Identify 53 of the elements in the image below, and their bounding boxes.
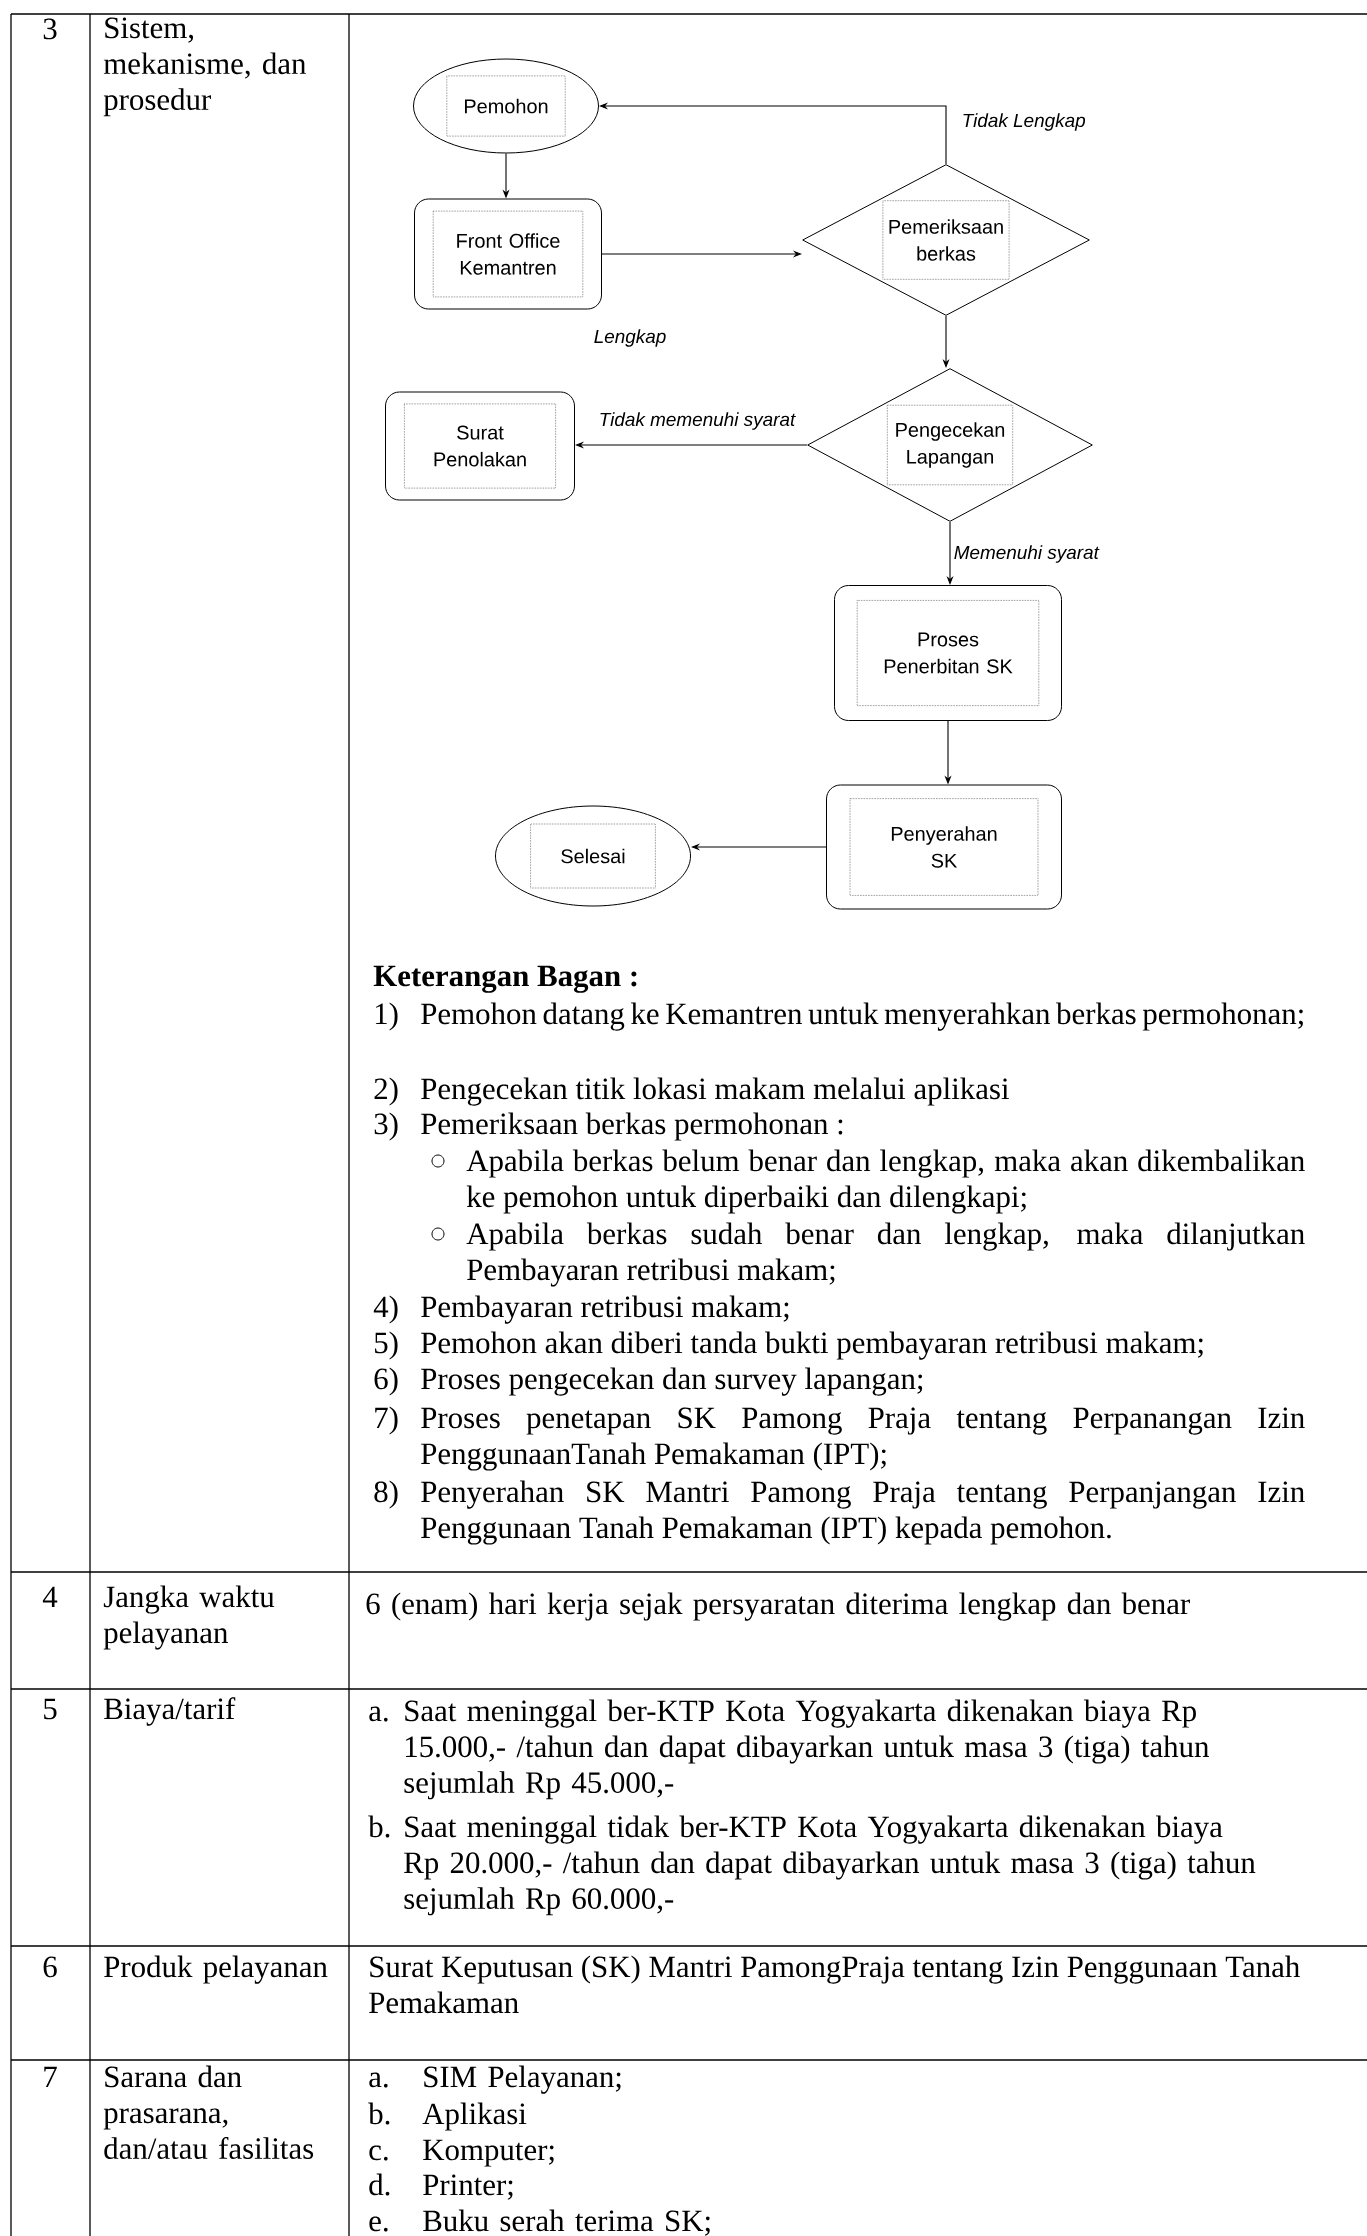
list-subitem: Apabila berkas sudah benar dan lengkap, maka dilanjutkan Pembayaran retribusi makam; [466, 1222, 1305, 1287]
list-item: Saat meninggal ber-KTP Kota Yogyakarta dikenakan biaya Rp 15.000,- /tahun dan dapat dibayarkan untuk masa 3 (tiga) tahun sejumlah Rp 45.000,- [404, 1699, 1209, 1800]
list-item: Buku serah terima SK; [423, 2209, 710, 2236]
list-number: 5) [375, 1331, 398, 1360]
list-item: Penyerahan SK Mantri Pamong Praja tentang Perpanjangan Izin Penggunaan Tanah Pemakaman (IPT) kepada pemohon. [421, 1480, 1305, 1545]
list-item: Aplikasi [422, 2102, 527, 2131]
list-number: 7) [375, 1406, 398, 1435]
list-item: Komputer; [423, 2139, 554, 2167]
row-heading: Produk pelayanan [104, 1955, 328, 1984]
list-item: Pengecekan titik lokasi makam melalui aplikasi [421, 1077, 1009, 1106]
cell-text: Surat Keputusan (SK) Mantri PamongPraja tentang Izin Penggunaan Tanah Pemakaman [369, 1955, 1300, 2014]
list-item: Proses penetapan SK Pamong Praja tentang Perpanangan Izin PenggunaanTanah Pemakaman (IPT); [421, 1407, 1305, 1471]
list-item: Proses pengecekan dan survey lapangan; [421, 1367, 923, 1396]
process-box: Proses Penerbitan SK [834, 585, 1062, 721]
row-heading: Sistem, mekanisme, dan prosedur [103, 17, 306, 117]
list-subitem: Apabila berkas belum benar dan lengkap, maka akan dikembalikan ke pemohon untuk diperbaiki dan dilengkapi; [466, 1149, 1305, 1214]
list-item: Printer; [423, 2174, 513, 2200]
list-item: Pemohon datang ke Kemantren untuk menyerahkan berkas permohonan; [421, 1002, 1303, 1031]
list-number: b. [368, 1815, 390, 1838]
row-heading: Jangka waktu pelayanan [103, 1585, 275, 1650]
list-number: 8) [374, 1480, 398, 1509]
list-number: 1) [375, 1002, 398, 1031]
process-box: Front Office Kemantren [414, 198, 602, 310]
row-heading: Sarana dan prasarana, dan/atau fasilitas [103, 2065, 314, 2160]
list-number: e. [369, 2216, 388, 2232]
list-number: 4) [373, 1295, 398, 1324]
cell-text: 6 (enam) hari kerja sejak persyaratan diterima lengkap dan benar [366, 1592, 1190, 1621]
list-number: a. [369, 1706, 388, 1722]
flow-label: Lengkap [594, 329, 666, 347]
list-number: d. [369, 2173, 390, 2196]
edge-label: Memenuhi syarat [952, 543, 1101, 565]
row-number: 3 [43, 18, 57, 40]
row-heading: Biaya/tarif [104, 1697, 236, 1726]
process-box: Surat Penolakan [385, 391, 575, 501]
row-number: 4 [42, 1586, 58, 1607]
list-item: Saat meninggal tidak ber-KTP Kota Yogyakarta dikenakan biaya Rp 20.000,- /tahun dan dapat dibayarkan untuk masa 3 (tiga) tahun sejumlah Rp 60.000,- [404, 1815, 1256, 1916]
list-number: a. [369, 2072, 388, 2088]
process-box: Penyerahan SK [826, 784, 1062, 910]
list-number: 6) [374, 1367, 398, 1396]
list-item: Pembayaran retribusi makam; [421, 1295, 789, 1324]
section-heading: Keterangan Bagan : [373, 965, 637, 993]
row-number: 5 [44, 1698, 57, 1720]
list-number: 3) [374, 1112, 398, 1141]
list-number: b. [368, 2102, 390, 2125]
list-item: Pemeriksaan berkas permohonan : [421, 1112, 843, 1141]
edge-label: Tidak Lengkap [960, 111, 1088, 133]
edge-label: Tidak memenuhi syarat [597, 410, 797, 432]
list-number: c. [369, 2145, 388, 2161]
list-item: SIM Pelayanan; [424, 2065, 621, 2094]
row-number: 7 [44, 2066, 57, 2087]
list-number: 2) [374, 1077, 398, 1106]
row-number: 6 [43, 1956, 57, 1978]
list-item: Pemohon akan diberi tanda bukti pembayaran retribusi makam; [421, 1331, 1203, 1360]
